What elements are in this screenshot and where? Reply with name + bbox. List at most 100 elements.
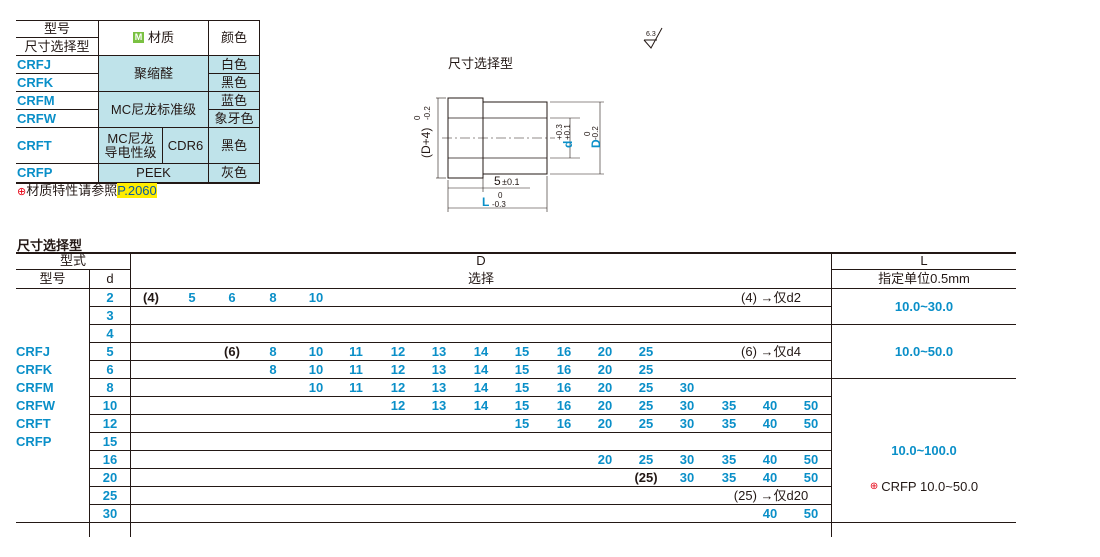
- D-value: 50: [803, 415, 819, 431]
- type-crfk: CRFK: [16, 362, 53, 377]
- D-value: 35: [721, 451, 737, 467]
- D-value: 14: [473, 379, 489, 395]
- D-value: 40: [762, 397, 778, 413]
- header-color: 颜色: [220, 29, 247, 45]
- roughness-symbol: 6.3: [643, 27, 663, 49]
- color-black: 黑色: [220, 74, 247, 90]
- header-L-unit: 指定单位0.5mm: [878, 271, 970, 286]
- D-value: 13: [431, 343, 447, 359]
- info-icon: ⊕: [17, 186, 27, 198]
- m-icon: M: [132, 32, 144, 43]
- d-value-6: 6: [106, 361, 114, 377]
- D-value: 25: [638, 343, 654, 359]
- header-type-col: 型号: [39, 271, 66, 286]
- L-range-3: 10.0~100.0: [891, 442, 957, 458]
- D-value: 10: [308, 289, 324, 305]
- type-crfp: CRFP: [16, 434, 52, 449]
- header-material-label: 材质: [147, 29, 174, 45]
- D-value: 30: [679, 415, 695, 431]
- d-value-25: 25: [102, 487, 118, 503]
- dim-5-tol: ±0.1: [502, 177, 519, 187]
- L-range-1: 10.0~30.0: [894, 298, 954, 314]
- color-white: 白色: [220, 56, 247, 72]
- D-value: 16: [556, 361, 572, 377]
- header-size-type: 尺寸选择型: [24, 38, 90, 54]
- material-grade: CDR6: [167, 137, 204, 153]
- D-value: 16: [556, 415, 572, 431]
- d-value-12: 12: [102, 415, 118, 431]
- D-value: 40: [762, 451, 778, 467]
- dim-5: 5: [494, 174, 501, 188]
- L-range-2: 10.0~50.0: [894, 343, 954, 359]
- d-value-16: 16: [102, 451, 118, 467]
- header-select: 选择: [467, 271, 494, 286]
- dim-L: L: [482, 195, 489, 209]
- header-D: D: [476, 253, 486, 268]
- D-value: 40: [762, 505, 778, 521]
- D-value: 25: [638, 415, 654, 431]
- color-blue: 蓝色: [220, 92, 247, 108]
- D-value: 40: [762, 415, 778, 431]
- header-material: M 材质: [99, 20, 208, 55]
- D-value: 20: [597, 415, 613, 431]
- d-value-30: 30: [102, 505, 118, 521]
- dim-left-upper: 0: [413, 115, 422, 120]
- type-crfk: CRFK: [17, 74, 54, 90]
- d-value-15: 15: [102, 433, 118, 449]
- type-crfw: CRFW: [17, 110, 56, 126]
- dim-d-plus-4: (D+4): [419, 128, 433, 158]
- type-crfm: CRFM: [17, 92, 55, 108]
- D-value: 13: [431, 361, 447, 377]
- row-note: (25) →仅d20: [733, 487, 809, 503]
- type-crft: CRFT: [16, 416, 51, 431]
- row-note: (6) →仅d4: [741, 343, 801, 359]
- header-form: 型式: [59, 253, 86, 268]
- D-value: 16: [556, 343, 572, 359]
- part-drawing: (D+4) 0 -0.2 d +0.3 +0.1 D 0 -0.2 5 ±0.1…: [413, 97, 604, 212]
- D-value: 35: [721, 415, 737, 431]
- D-value: 12: [390, 361, 406, 377]
- L-range-crfp: ⊕CRFP 10.0~50.0: [869, 478, 979, 494]
- material-table: 型号 尺寸选择型 M 材质 颜色 CRFJ CRFK CRFM CRFW CRF…: [16, 20, 260, 184]
- header-L: L: [920, 253, 928, 268]
- type-crfj: CRFJ: [17, 56, 51, 72]
- D-value: 14: [473, 361, 489, 377]
- D-value: 15: [514, 415, 530, 431]
- D-value: 25: [638, 451, 654, 467]
- D-value: 15: [514, 379, 530, 395]
- D-value: 14: [473, 343, 489, 359]
- D-value: 25: [638, 379, 654, 395]
- D-value: 11: [349, 379, 363, 395]
- D-value: 20: [597, 397, 613, 413]
- color-ivory: 象牙色: [214, 110, 254, 126]
- d-value-5: 5: [106, 343, 114, 359]
- header-d: d: [106, 271, 114, 286]
- D-value: 50: [803, 505, 819, 521]
- D-value: 30: [679, 379, 695, 395]
- D-value: 8: [269, 343, 277, 359]
- note-page-link[interactable]: P.2060: [117, 183, 157, 198]
- D-value: 8: [269, 289, 277, 305]
- D-value: 11: [349, 361, 363, 377]
- D-value: 10: [308, 361, 324, 377]
- type-crfp: CRFP: [17, 165, 53, 180]
- dim-L-upper: 0: [498, 191, 503, 200]
- dim-d-lower: +0.1: [563, 124, 572, 140]
- D-value: (4): [143, 289, 159, 305]
- D-value: 35: [721, 397, 737, 413]
- dim-D-label: D: [589, 139, 603, 148]
- D-value: 10: [308, 379, 324, 395]
- color-gray: 灰色: [220, 165, 247, 180]
- D-value: 12: [390, 397, 406, 413]
- color-black-2: 黑色: [220, 137, 247, 153]
- D-value: 25: [638, 397, 654, 413]
- D-value: 50: [803, 397, 819, 413]
- dim-L-lower: -0.3: [492, 200, 506, 209]
- size-table-title: 尺寸选择型: [17, 238, 83, 253]
- type-crfw: CRFW: [16, 398, 55, 413]
- note-prefix: 材质特性请参照: [26, 183, 118, 198]
- dim-D-upper: 0: [583, 131, 592, 136]
- D-value: 15: [514, 397, 530, 413]
- material-mc-nylon-conductive: MC尼龙 导电性级: [104, 130, 157, 160]
- D-value: 15: [514, 343, 530, 359]
